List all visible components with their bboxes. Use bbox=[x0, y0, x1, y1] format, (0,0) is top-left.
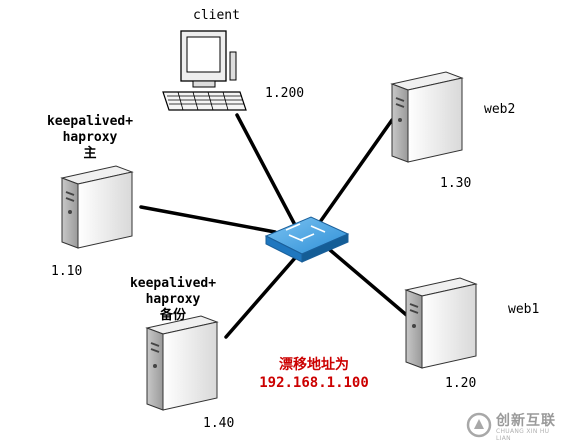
backup-label-line1: keepalived+ bbox=[129, 276, 217, 291]
server-backup-icon bbox=[145, 315, 219, 411]
watermark-sub: CHUANG XIN HU LIAN bbox=[496, 428, 550, 442]
master-ip: 1.10 bbox=[51, 264, 83, 279]
link-web1-switch bbox=[328, 248, 412, 320]
web2-ip: 1.30 bbox=[440, 176, 472, 191]
link-backup-switch bbox=[224, 248, 304, 339]
watermark-brand: 创新互联 bbox=[496, 413, 556, 429]
client-name: client bbox=[193, 8, 240, 23]
links bbox=[139, 113, 412, 339]
client-ip: 1.200 bbox=[265, 86, 305, 101]
watermark-mark-icon bbox=[466, 412, 492, 438]
server-web2-icon bbox=[390, 71, 464, 163]
link-master-switch bbox=[139, 205, 277, 234]
master-label-line1: keepalived+ bbox=[46, 114, 134, 129]
link-client-switch bbox=[235, 113, 297, 227]
vip-address: 192.168.1.100 bbox=[259, 375, 369, 391]
backup-ip: 1.40 bbox=[203, 416, 235, 431]
web1-name: web1 bbox=[508, 302, 540, 317]
backup-label-line3: 备份 bbox=[159, 308, 187, 323]
watermark-logo: 创新互联 CHUANG XIN HU LIAN bbox=[466, 408, 562, 442]
master-label-line3: 主 bbox=[83, 146, 97, 161]
link-web2-switch bbox=[318, 118, 394, 224]
web1-ip: 1.20 bbox=[445, 376, 477, 391]
master-label-line2: haproxy bbox=[62, 130, 118, 145]
server-web1-icon bbox=[404, 277, 478, 369]
server-master-icon bbox=[60, 165, 134, 249]
client-computer-icon bbox=[162, 30, 247, 111]
web2-name: web2 bbox=[484, 102, 516, 117]
switch-icon bbox=[264, 216, 350, 263]
vip-title: 漂移地址为 bbox=[279, 357, 349, 373]
backup-label-line2: haproxy bbox=[145, 292, 201, 307]
